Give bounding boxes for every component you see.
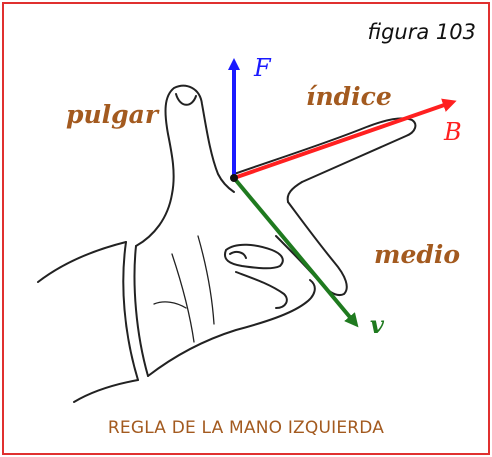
thumb-nail xyxy=(175,93,197,106)
force-vector-label: F xyxy=(254,54,271,82)
palm-crease-2 xyxy=(197,235,215,325)
palm-crease-3 xyxy=(153,301,187,309)
index-finger-bottom xyxy=(286,181,303,203)
ring-nail xyxy=(229,250,247,259)
thumb-label: pulgar xyxy=(66,100,159,129)
velocity-vector-arrow xyxy=(232,176,359,328)
hand-drawing xyxy=(37,84,417,403)
caption: REGLA DE LA MANO IZQUIERDA xyxy=(107,418,385,438)
cuff xyxy=(122,241,139,381)
index-finger-top xyxy=(233,117,417,183)
sleeve-bottom xyxy=(73,379,139,403)
palm-outline xyxy=(135,84,235,247)
palm-crease-1 xyxy=(171,253,195,343)
ring-finger xyxy=(224,243,284,270)
field-vector-label: B xyxy=(444,118,462,146)
pinky-finger xyxy=(235,271,288,309)
field-vector-arrow xyxy=(233,98,457,180)
sleeve-top xyxy=(37,241,127,283)
palm-bottom xyxy=(147,279,316,377)
index-label: índice xyxy=(306,82,392,111)
middle-label: medio xyxy=(374,240,461,269)
hand-diagram xyxy=(37,58,457,403)
velocity-vector-label: v xyxy=(370,310,384,339)
cuff-inner xyxy=(133,245,149,377)
vector-origin-dot xyxy=(230,174,238,182)
figure-number-label: figura 103 xyxy=(367,20,476,44)
